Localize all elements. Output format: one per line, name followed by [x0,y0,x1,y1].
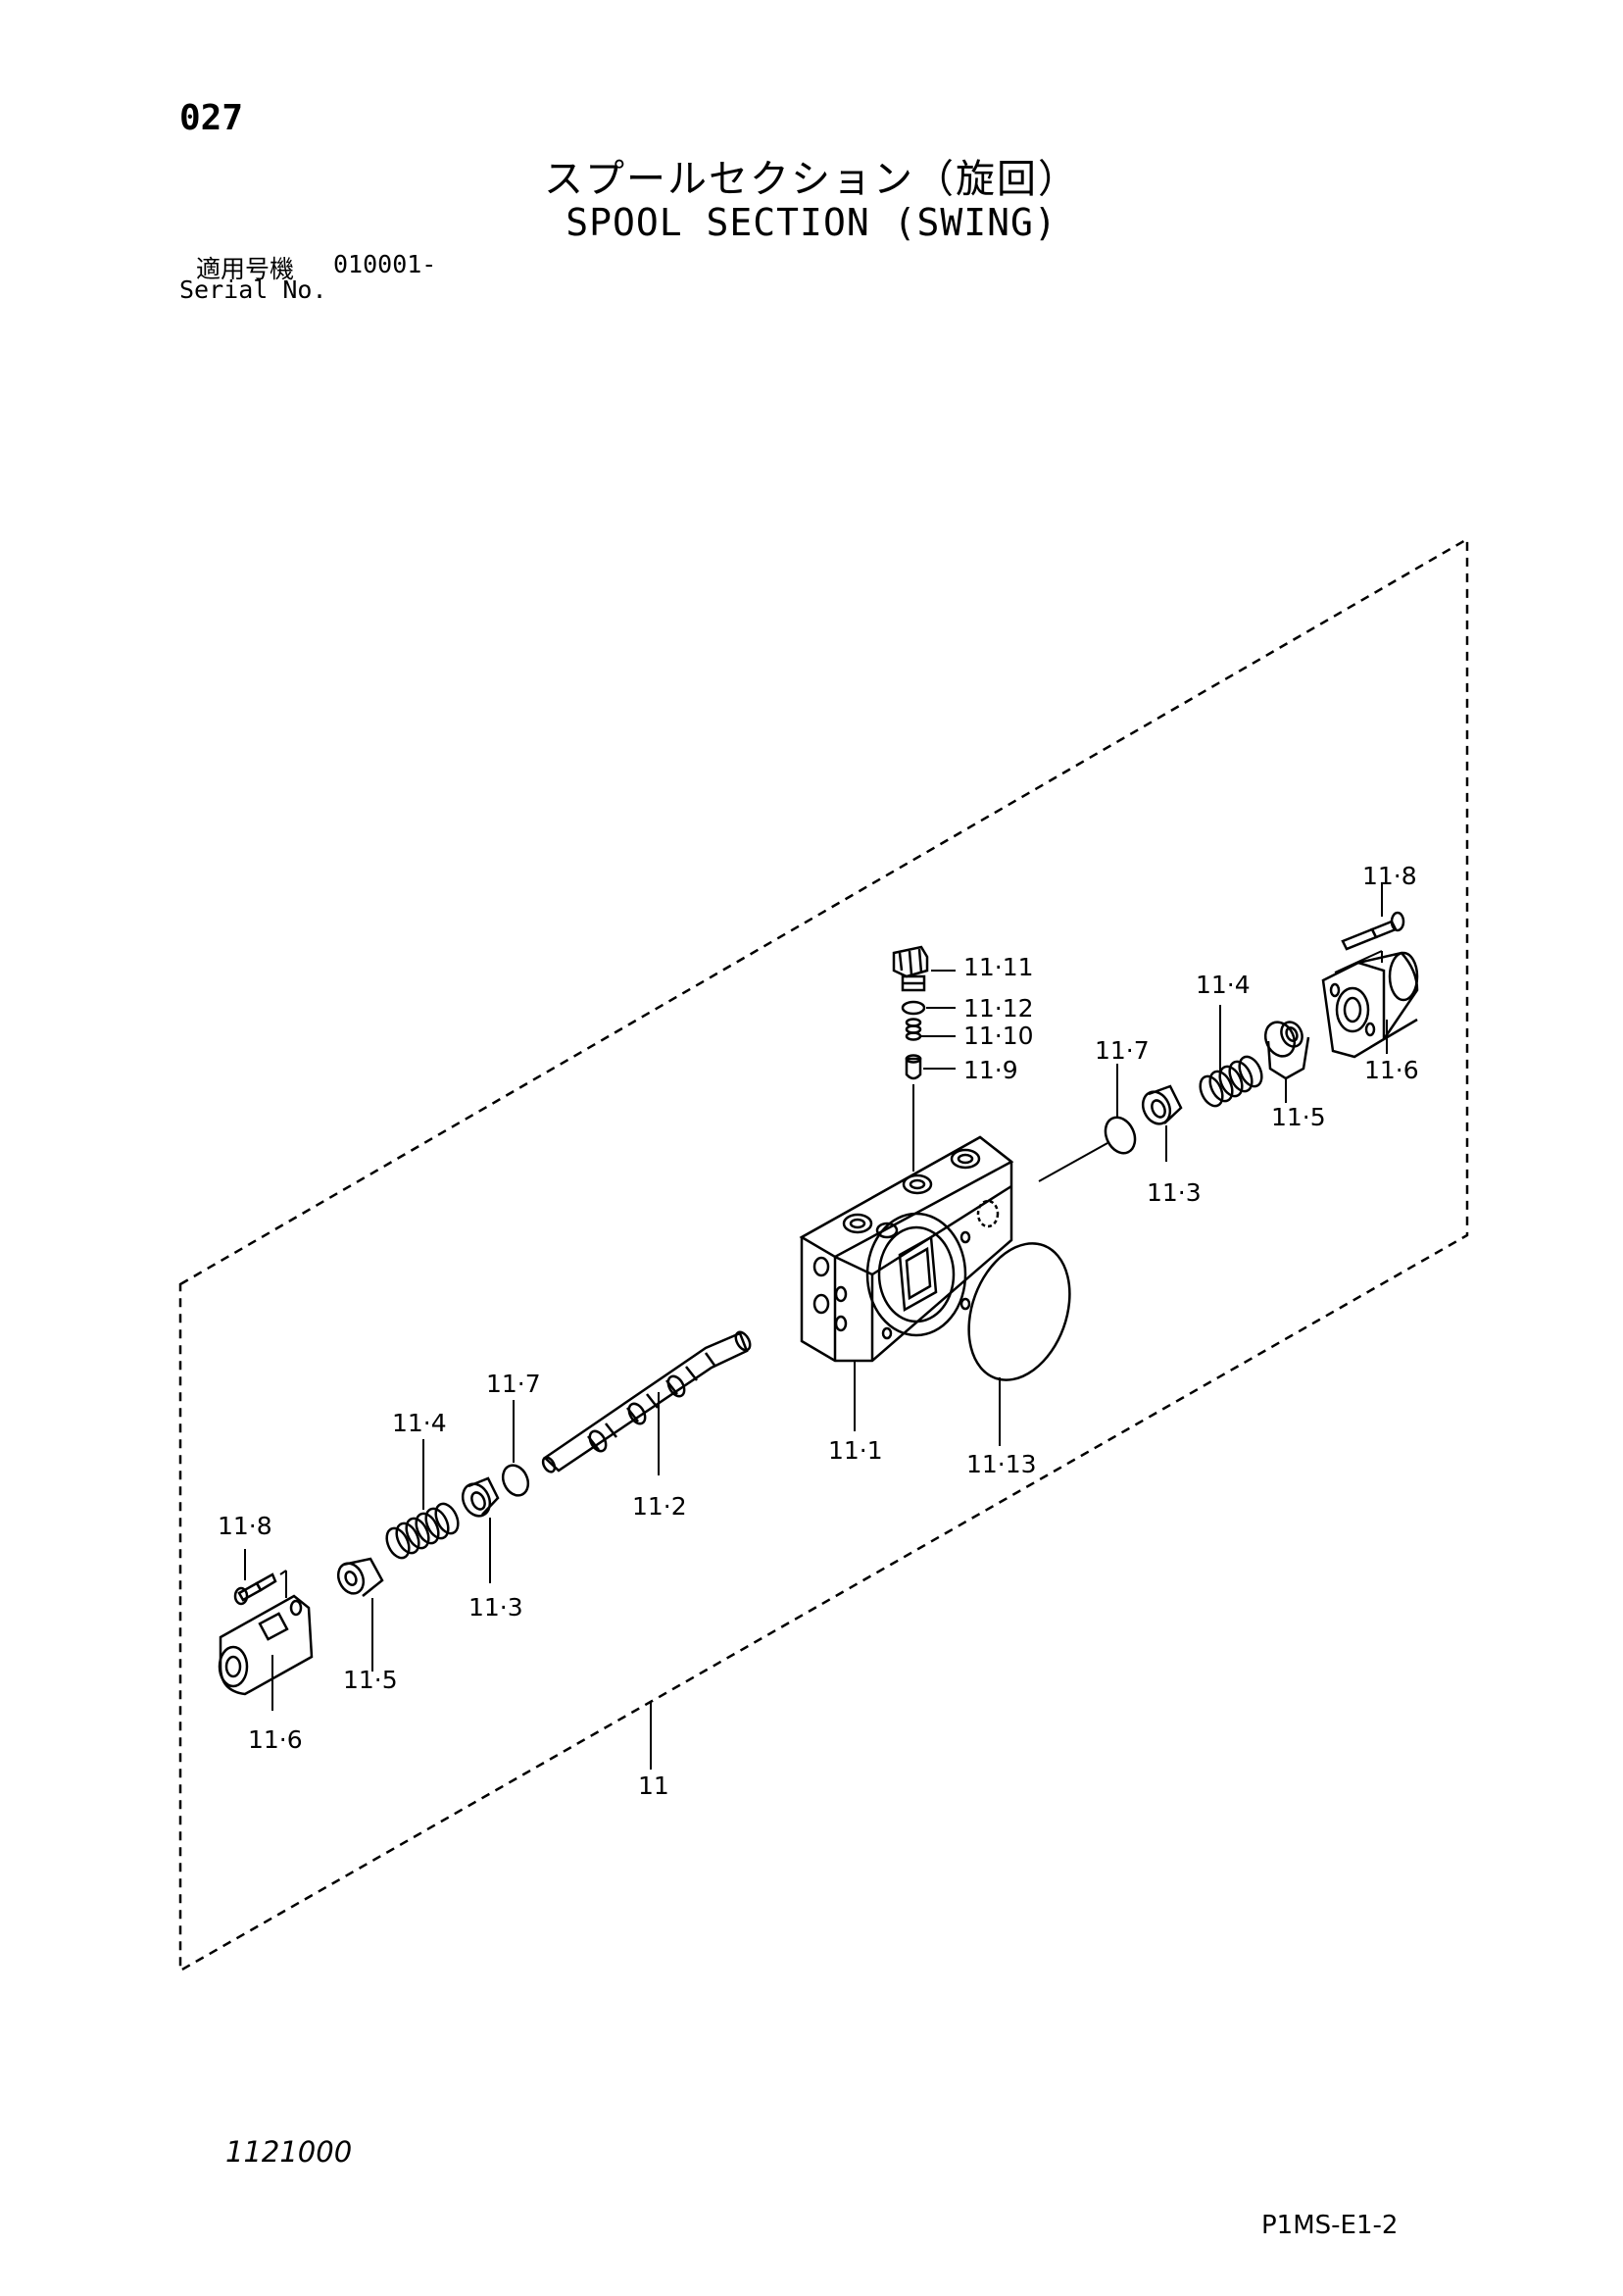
plug-part [892,945,929,992]
assembly-boundary [178,536,1469,1973]
cover-right [1321,951,1419,1059]
callout-11-7-left: 11·7 [486,1370,541,1398]
large-o-ring [967,1242,1071,1381]
cover-left [218,1594,314,1696]
callout-11-7-right: 11·7 [1095,1036,1150,1065]
valve-body-part [799,1135,1014,1363]
serial-label-japanese: 適用号機 [196,255,295,283]
spring-left [385,1502,460,1560]
serial-number-value: 010001- [333,250,437,278]
title-japanese: スプールセクション（旋回） [544,157,1079,202]
callout-11-12: 11·12 [963,994,1034,1023]
poppet-part [905,1054,922,1080]
sheet-code: P1MS-E1-2 [1261,2211,1399,2240]
o-ring-left [501,1464,530,1497]
drawing-number: 1121000 [225,2135,353,2169]
callout-11-13: 11·13 [966,1450,1037,1478]
callout-11-5-right: 11·5 [1271,1103,1326,1131]
callout-11-8-left: 11·8 [218,1512,272,1540]
spring-seat-left [461,1476,500,1518]
small-spring [905,1018,922,1041]
callout-11-3-right: 11·3 [1147,1178,1202,1207]
bolt-right [1341,911,1405,951]
stopper-right [1263,1021,1310,1080]
callout-11-1: 11·1 [828,1436,883,1465]
callout-11-2: 11·2 [632,1492,687,1521]
callout-11-11: 11·11 [963,953,1034,981]
spool-part [541,1330,752,1473]
callout-11-3-left: 11·3 [468,1593,523,1622]
callout-11-8-right: 11·8 [1362,862,1417,890]
serial-label-english: Serial No. [179,275,327,304]
bolt-left [233,1572,277,1606]
callout-11-6-left: 11·6 [248,1725,303,1754]
o-ring-right [1104,1116,1137,1155]
callout-11-5-left: 11·5 [343,1666,398,1694]
callout-11-4-left: 11·4 [392,1409,447,1437]
callout-11-9: 11·9 [963,1056,1018,1084]
callout-11-4-right: 11·4 [1196,971,1251,999]
callout-11: 11 [638,1772,669,1800]
callout-11-6-right: 11·6 [1364,1056,1419,1084]
stopper-left [336,1557,384,1597]
title-english: SPOOL SECTION (SWING) [566,201,1057,244]
callout-11-10: 11·10 [963,1022,1034,1050]
page-number: 027 [179,98,244,138]
spring-seat-right [1141,1084,1183,1125]
spring-right [1199,1055,1263,1108]
o-ring-small [901,1000,926,1016]
